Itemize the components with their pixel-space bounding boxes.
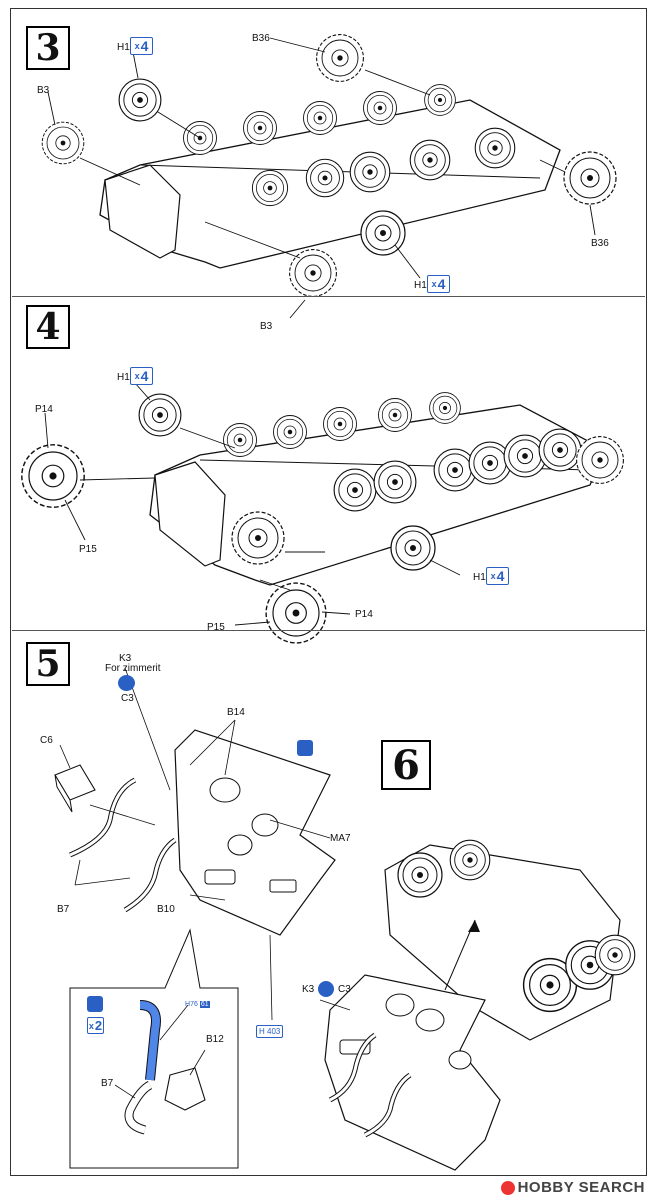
quantity-prefix: x — [431, 279, 437, 289]
step-number-6: 6 — [381, 740, 431, 790]
h1-wheel-bottom — [390, 525, 436, 571]
quantity-prefix: x — [490, 571, 496, 581]
label-h76-number: 76 — [190, 1001, 198, 1008]
label-h1: H1 — [117, 372, 130, 383]
label-h76: H76 61 — [185, 999, 210, 1010]
zimmerit-part-icon — [118, 675, 135, 691]
h1-wheel-bottom — [360, 210, 406, 256]
quantity-prefix: x — [134, 41, 140, 51]
label-b10: B10 — [157, 904, 175, 915]
zimmerit-part-icon — [318, 981, 334, 997]
label-for-zimmerit: For zimmerit — [105, 663, 161, 674]
label-h76-prefix: H — [185, 1001, 191, 1008]
step-number-5: 5 — [26, 642, 70, 686]
label-c3: C3 — [121, 693, 134, 704]
label-h403: H 403 — [256, 1025, 284, 1038]
watermark: HOBBY SEARCH — [500, 1179, 645, 1196]
label-b36: B36 — [591, 238, 609, 249]
label-b36: B36 — [252, 33, 270, 44]
paint-brush-icon — [87, 996, 103, 1012]
step5-drawing — [54, 667, 336, 1169]
step6-drawing — [319, 839, 636, 1171]
label-h1: H1 — [117, 42, 130, 53]
section-divider — [12, 296, 645, 297]
b36-idler-right — [563, 151, 617, 205]
label-k3: K3 — [302, 984, 315, 995]
label-c6: C6 — [40, 735, 53, 746]
b36-idler-top — [316, 34, 364, 82]
glue-drop-icon — [297, 740, 313, 756]
step-number-4: 4 — [26, 305, 70, 349]
h1-wheel-top — [138, 393, 182, 437]
final-drive-housing — [231, 511, 285, 565]
label-k3: K3 — [119, 653, 132, 664]
label-h1: H1 — [414, 280, 427, 291]
quantity-prefix: x — [88, 1020, 94, 1031]
quantity-value: 4 — [140, 38, 149, 54]
label-h1: H1 — [473, 572, 486, 583]
step4-drawing — [21, 382, 624, 644]
label-b3: B3 — [260, 321, 273, 332]
label-b14: B14 — [227, 707, 245, 718]
label-h403-number: 403 — [267, 1027, 281, 1036]
sheet-frame — [10, 8, 647, 1176]
label-b7: B7 — [57, 904, 70, 915]
label-p15: P15 — [79, 544, 97, 555]
quantity-value: 4 — [496, 568, 505, 584]
quantity-prefix: x — [134, 371, 140, 381]
label-b12: B12 — [206, 1034, 224, 1045]
h1-wheel-top — [118, 78, 162, 122]
watermark-text: HOBBY SEARCH — [517, 1179, 645, 1196]
p14-p15-sprocket-bottom — [265, 582, 327, 644]
b3-sprocket-left — [41, 121, 85, 165]
quantity-value: 4 — [140, 368, 149, 384]
label-b7: B7 — [101, 1078, 114, 1089]
label-c3: C3 — [338, 984, 351, 995]
section-divider — [12, 630, 645, 631]
label-p14: P14 — [355, 609, 373, 620]
label-h403-prefix: H — [259, 1027, 265, 1036]
label-p15: P15 — [207, 622, 225, 633]
step-number-3: 3 — [26, 26, 70, 70]
label-p14: P14 — [35, 404, 53, 415]
hobby-search-logo-icon — [500, 1180, 515, 1195]
quantity-value: 2 — [94, 1018, 103, 1033]
step3-drawing — [41, 34, 617, 319]
label-b3: B3 — [37, 85, 50, 96]
label-h76-suffix: 61 — [199, 1001, 210, 1008]
p14-p15-sprocket-left — [21, 444, 85, 508]
label-ma7: MA7 — [330, 833, 351, 844]
quantity-value: 4 — [437, 276, 446, 292]
